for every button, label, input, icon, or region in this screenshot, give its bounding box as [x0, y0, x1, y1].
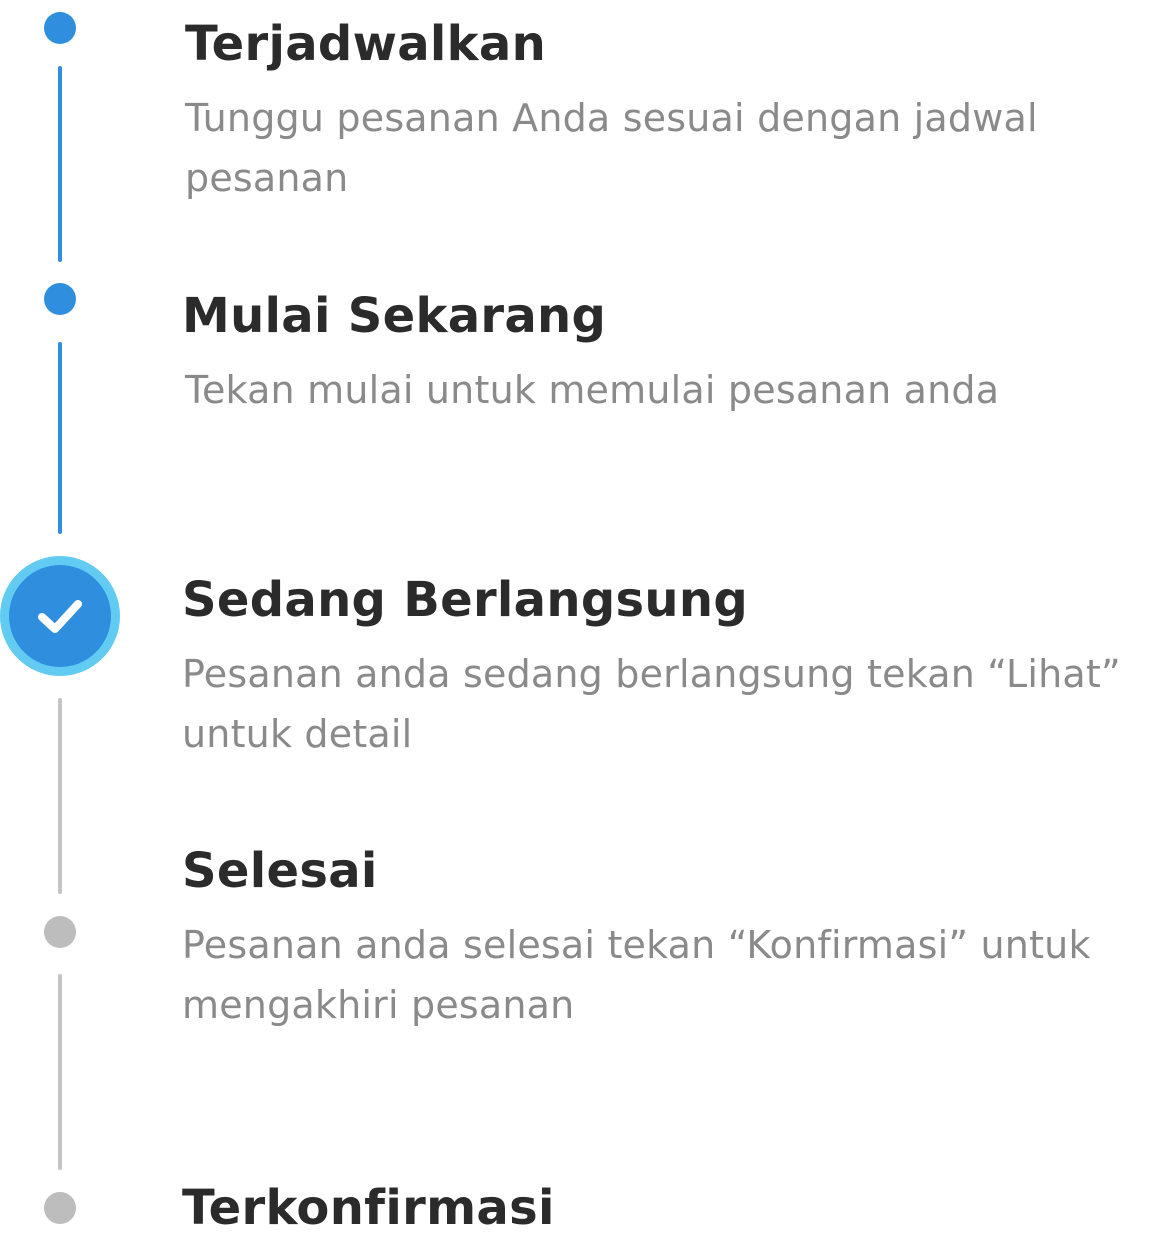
step-in-progress-connector	[58, 698, 62, 894]
checkmark-icon	[38, 600, 82, 633]
step-start-now-dot	[44, 283, 76, 315]
step-scheduled-connector	[58, 66, 62, 262]
step-confirmed-dot	[44, 1192, 76, 1224]
step-in-progress-title: Sedang Berlangsung	[182, 572, 748, 628]
step-in-progress-indicator-core	[9, 565, 111, 667]
step-in-progress-description: Pesanan anda sedang berlangsung tekan “L…	[182, 652, 1121, 756]
step-finished-dot	[44, 916, 76, 948]
step-finished-title: Selesai	[182, 843, 378, 899]
step-in-progress-indicator	[0, 556, 120, 676]
step-finished-connector	[58, 974, 62, 1170]
step-scheduled-title: Terjadwalkan	[185, 16, 547, 72]
step-scheduled-description: Tunggu pesanan Anda sesuai dengan jadwal…	[185, 96, 1038, 200]
step-confirmed-title: Terkonfirmasi	[182, 1180, 555, 1236]
step-start-now-description: Tekan mulai untuk memulai pesanan anda	[185, 368, 1000, 412]
step-start-now-title: Mulai Sekarang	[182, 288, 607, 344]
step-finished-description: Pesanan anda selesai tekan “Konfirmasi” …	[182, 923, 1091, 1027]
step-scheduled-dot	[44, 12, 76, 44]
step-start-now-connector	[58, 342, 62, 534]
